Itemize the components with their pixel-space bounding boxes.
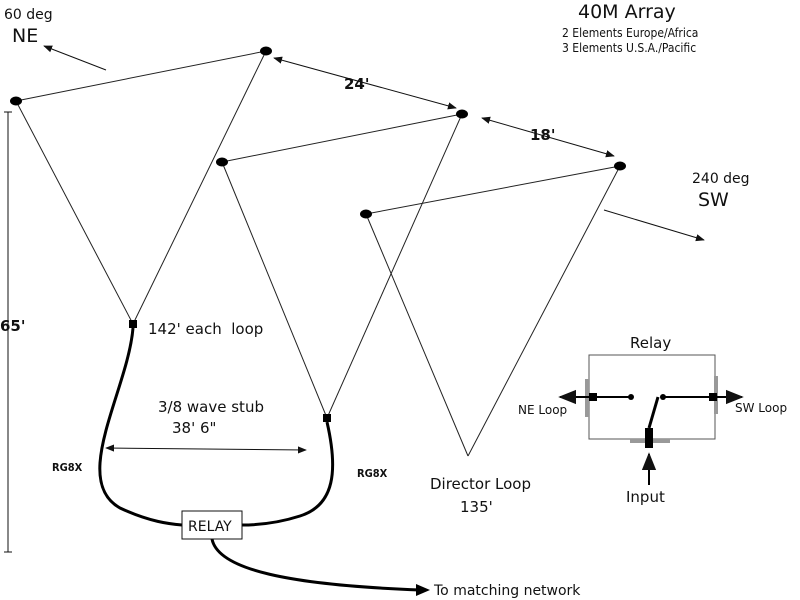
director-label: Director Loop bbox=[430, 475, 531, 493]
relay-box-label: RELAY bbox=[188, 519, 232, 535]
insulators bbox=[10, 46, 626, 219]
relay-inset-input: Input bbox=[626, 488, 665, 506]
height-dimension bbox=[4, 111, 12, 553]
relay-box bbox=[181, 510, 243, 540]
ne-arrow bbox=[43, 45, 107, 71]
director-loop bbox=[365, 165, 621, 457]
sw-arrow bbox=[603, 209, 705, 242]
coax-stub bbox=[98, 327, 421, 592]
director-length-label: 135' bbox=[460, 498, 493, 516]
ne-direction: NE bbox=[12, 25, 38, 47]
subtitle-line-2: 3 Elements U.S.A./Pacific bbox=[562, 41, 696, 55]
ne-loop bbox=[15, 50, 267, 325]
sw-degrees: 240 deg bbox=[692, 171, 750, 187]
diagram-title: 40M Array bbox=[578, 1, 676, 23]
spacing-1-label: 24' bbox=[344, 75, 369, 93]
ne-degrees: 60 deg bbox=[4, 7, 53, 23]
relay-inset-ne-loop: NE Loop bbox=[518, 403, 567, 417]
subtitle-line-1: 2 Elements Europe/Africa bbox=[562, 26, 698, 40]
spacing-2-arrow bbox=[481, 116, 615, 158]
stub-length-arrow bbox=[105, 444, 307, 454]
to-matching-label: To matching network bbox=[433, 583, 581, 599]
stub-label: 3/8 wave stub bbox=[158, 398, 264, 416]
relay-inset-sw-loop: SW Loop bbox=[735, 401, 787, 415]
coax-left-label: RG8X bbox=[52, 461, 83, 474]
coax-right-label: RG8X bbox=[357, 467, 388, 480]
stub-length-label: 38' 6" bbox=[172, 419, 216, 437]
sw-feedpoint bbox=[323, 414, 331, 422]
relay-inset bbox=[558, 354, 744, 485]
spacing-2-label: 18' bbox=[530, 126, 555, 144]
ne-feedpoint bbox=[129, 320, 137, 328]
matching-arrow-head bbox=[416, 584, 430, 596]
spacing-1-arrow bbox=[273, 56, 457, 110]
sw-loop bbox=[221, 113, 463, 419]
height-label: 65' bbox=[0, 317, 25, 335]
sw-direction: SW bbox=[698, 189, 729, 211]
relay-inset-title: Relay bbox=[630, 334, 671, 352]
loop-length-label: 142' each loop bbox=[148, 320, 263, 338]
